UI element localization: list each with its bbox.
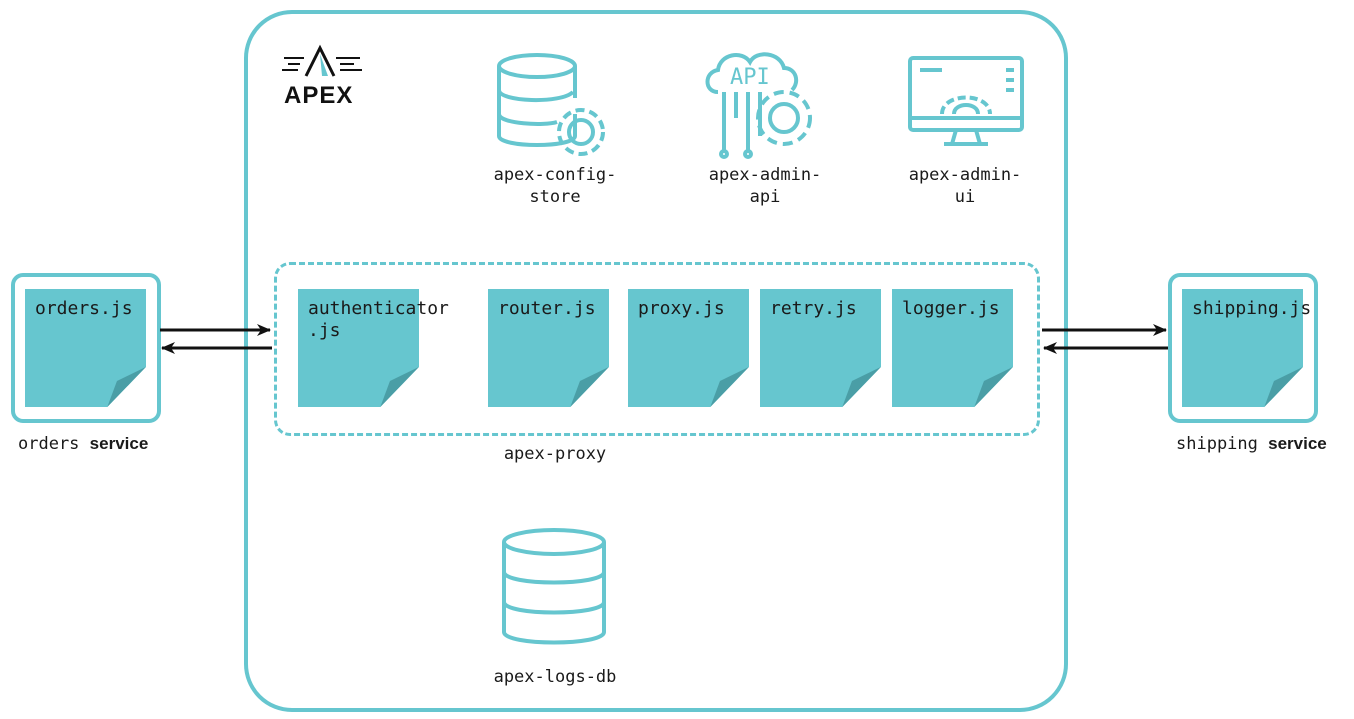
logs-db-label: apex-logs-db	[493, 667, 617, 687]
admin-ui-label: apex-admin- ui	[908, 165, 1022, 207]
file-label: router.js	[498, 298, 596, 319]
admin-api-label: apex-admin- api	[708, 165, 822, 207]
file-label: shipping.js	[1192, 298, 1312, 319]
apex-proxy-label: apex-proxy	[503, 444, 607, 464]
file-label: proxy.js	[638, 298, 725, 319]
apex-proxy-box	[274, 262, 1040, 436]
file-label: retry.js	[770, 298, 857, 319]
file-label: orders.js	[35, 298, 133, 319]
file-label: authenticator .js	[308, 298, 449, 341]
monitor-gear-icon	[908, 56, 1024, 146]
shipping-service-caption: shipping service	[1176, 434, 1327, 454]
database-icon	[502, 528, 606, 645]
apex-logo-text: APEX	[284, 82, 354, 109]
apex-logo-icon	[282, 44, 362, 77]
database-gear-icon	[497, 53, 605, 156]
apex-container	[244, 10, 1068, 712]
api-icon-text: API	[730, 65, 770, 90]
api-cloud-gear-icon: API	[705, 52, 812, 159]
config-store-label: apex-config- store	[493, 165, 617, 207]
orders-service-caption: orders service	[18, 434, 149, 454]
file-label: logger.js	[902, 298, 1000, 319]
